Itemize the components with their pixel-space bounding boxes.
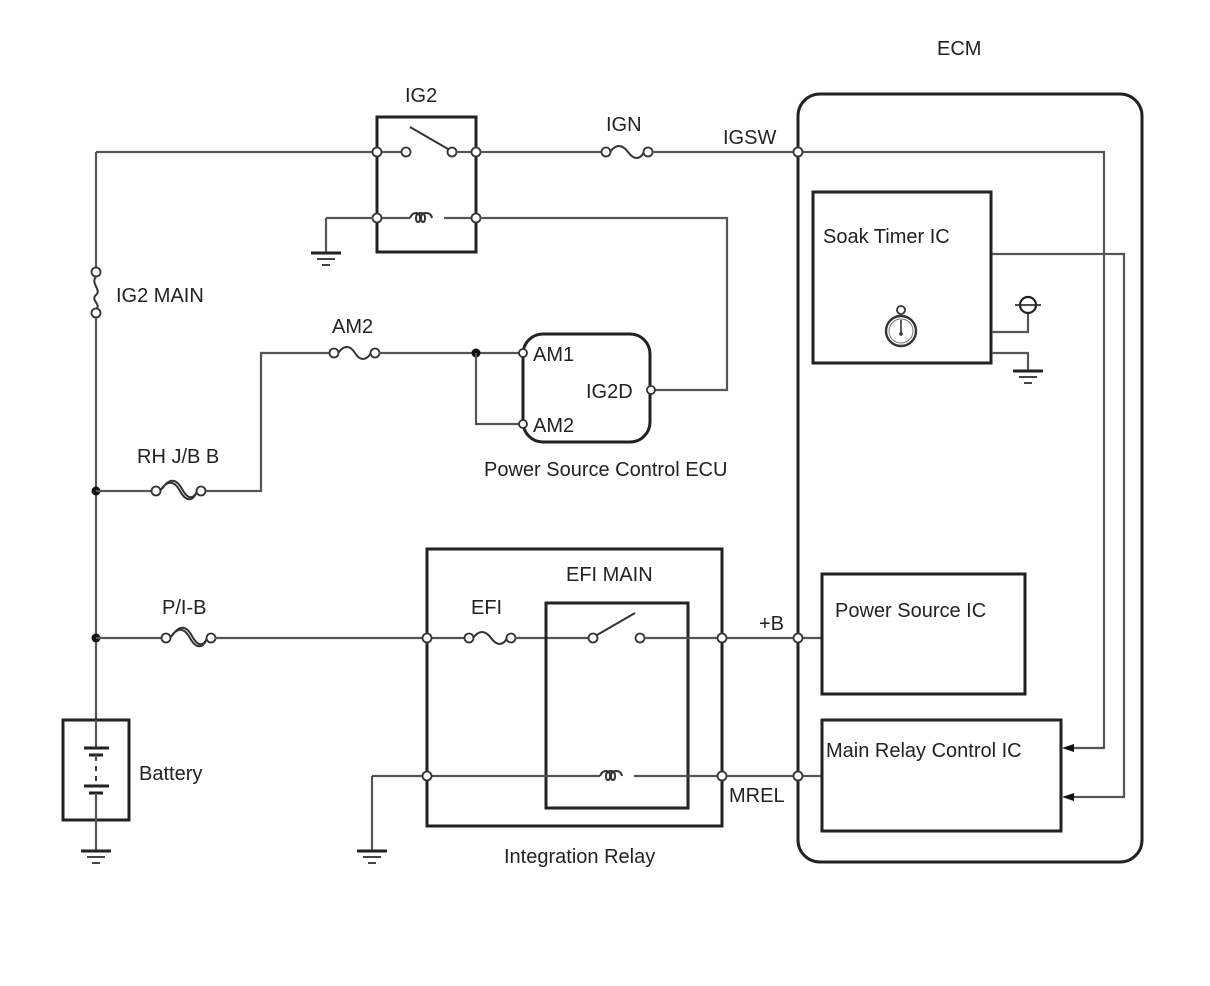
fusible-link-icon [159, 479, 199, 501]
switch-icon [587, 632, 599, 644]
main-bus-wires [94, 150, 377, 720]
ig2-main-label: IG2 MAIN [116, 285, 204, 307]
stopwatch-icon [884, 305, 918, 348]
igsw-terminal [792, 146, 804, 158]
am2-pin-label: AM2 [533, 415, 574, 437]
battery-icon [84, 720, 109, 820]
coil-icon [409, 211, 433, 224]
integration-relay: Integration Relay EFI EFI MAIN [372, 547, 794, 868]
power-supply-icon [992, 295, 1041, 334]
igsw-pin-label: IGSW [723, 127, 776, 149]
efi-fuse-label: EFI [471, 597, 502, 619]
fusible-link-icon [169, 626, 209, 648]
main-relay-control-ic-label: Main Relay Control IC [826, 740, 1022, 762]
ground-icon [357, 776, 387, 864]
ign-fuse-label: IGN [606, 114, 642, 136]
ground-icon [311, 216, 373, 266]
ecm: ECM Soak Timer IC [792, 38, 1144, 864]
mrel-terminal [792, 770, 804, 782]
power-source-control-ecu: AM1 AM2 IG2D Power Source Control ECU [484, 332, 727, 481]
ig2d-pin-label: IG2D [586, 381, 633, 403]
power-source-ic-label: Power Source IC [835, 600, 986, 622]
am2-fuse: AM2 [205, 316, 520, 493]
ground-icon [992, 351, 1043, 384]
rh-jb-b-label: RH J/B B [137, 446, 219, 468]
am2-fuse-label: AM2 [332, 316, 373, 338]
plus-b-terminal [792, 632, 804, 644]
integration-relay-label: Integration Relay [504, 846, 655, 868]
am1-pin-label: AM1 [533, 344, 574, 366]
mrel-pin-label: MREL [729, 785, 785, 807]
rh-jb-b-fusible-link: RH J/B B [91, 446, 219, 501]
pi-b-fusible-link: P/I-B [91, 597, 423, 648]
pi-b-label: P/I-B [162, 597, 206, 619]
ig2d-wire [480, 216, 729, 392]
ground-icon [81, 820, 111, 864]
ig2-main-fuse: IG2 MAIN [90, 266, 204, 319]
battery-label: Battery [139, 763, 202, 785]
ecm-label: ECM [937, 38, 981, 60]
coil-icon [599, 769, 623, 782]
power-source-control-ecu-label: Power Source Control ECU [484, 459, 727, 481]
battery: Battery [61, 718, 202, 822]
efi-main-label: EFI MAIN [566, 564, 653, 586]
ign-fuse: IGN [480, 114, 794, 159]
ig2-relay-label: IG2 [405, 85, 437, 107]
switch-icon [400, 146, 412, 158]
plus-b-pin-label: +B [759, 613, 784, 635]
ig2-relay: IG2 [371, 85, 482, 254]
soak-timer-ic-label: Soak Timer IC [823, 226, 950, 248]
